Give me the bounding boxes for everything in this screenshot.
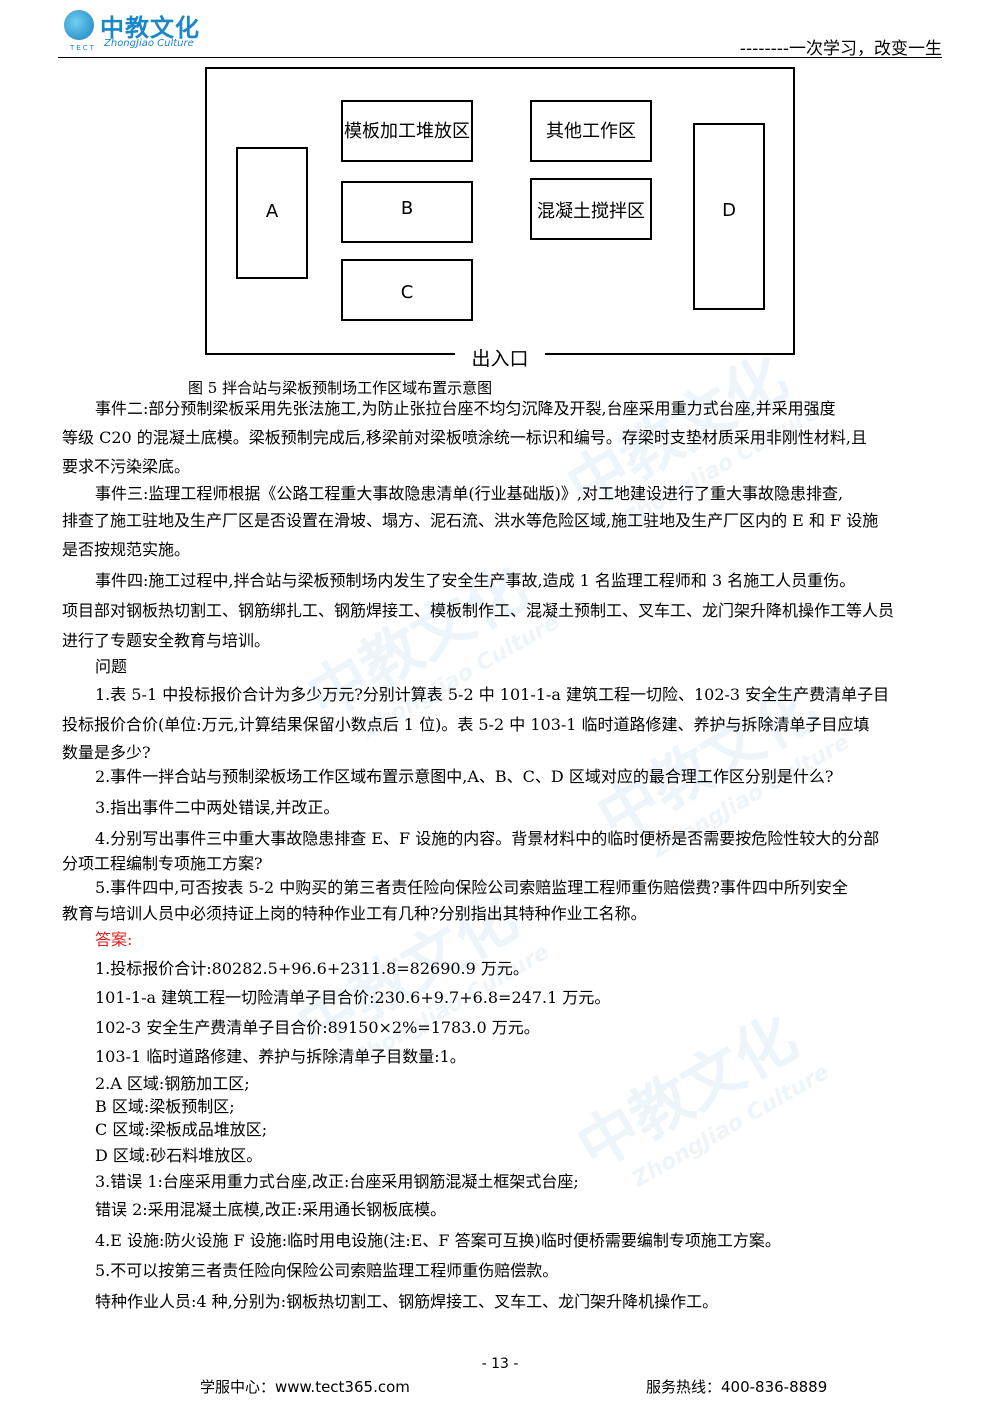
question-1-line-3: 数量是多少? [62,743,151,762]
diagram-svg [205,67,795,355]
zone-c-label: C [400,282,414,303]
question-2: 2.事件一拌合站与预制梁板场工作区域布置示意图中,A、B、C、D 区域对应的最合… [95,767,834,786]
question-1-line-1: 1.表 5-1 中投标报价合计为多少万元?分别计算表 5-2 中 101-1-a… [95,685,890,704]
figure-caption: 图 5 拌合站与梁板预制场工作区域布置示意图 [188,379,493,397]
question-3: 3.指出事件二中两处错误,并改正。 [95,798,340,817]
answer-5-line-2: 特种作业人员:4 种,分别为:钢板热切割工、钢筋焊接工、叉车工、龙门架升降机操作… [95,1292,719,1311]
zone-a-box [236,147,308,279]
answer-2-line-2: B 区域:梁板预制区; [95,1097,235,1116]
answer-1-line-2: 101-1-a 建筑工程一切险清单子目合价:230.6+9.7+6.8=247.… [95,988,611,1007]
zone-c-box [341,259,473,321]
zone-concrete-label: 混凝土搅拌区 [537,201,645,222]
event-2-line-1: 事件二:部分预制梁板采用先张法施工,为防止张拉台座不均匀沉降及开裂,台座采用重力… [95,399,836,418]
question-5-line-1: 5.事件四中,可否按表 5-2 中购买的第三者责任险向保险公司索赔监理工程师重伤… [95,878,848,897]
event-4-line-1: 事件四:施工过程中,拌合站与梁板预制场内发生了安全生产事故,造成 1 名监理工程… [95,571,856,590]
answer-heading: 答案: [95,930,133,949]
footer-hotline: 服务热线：400-836-8889 [646,1378,828,1396]
zone-template-label: 模板加工堆放区 [344,121,470,142]
site-layout-diagram: A 模板加工堆放区 B C 其他工作区 混凝土搅拌区 D 出入口 [200,64,800,374]
question-4-line-1: 4.分别写出事件三中重大事故隐患排查 E、F 设施的内容。背景材料中的临时便桥是… [95,829,880,848]
zone-concrete-box [530,178,652,240]
answer-2-line-1: 2.A 区域:钢筋加工区; [95,1074,250,1093]
answer-1-line-3: 102-3 安全生产费清单子目合价:89150×2%=1783.0 万元。 [95,1018,540,1037]
logo-tect: TECT [70,44,96,52]
answer-5-line-1: 5.不可以按第三者责任险向保险公司索赔监理工程师重伤赔偿款。 [95,1261,559,1280]
zone-other-box [530,100,652,162]
answer-3-line-2: 错误 2:采用混凝土底模,改正:采用通长钢板底模。 [95,1200,447,1219]
footer-service-center: 学服中心：www.tect365.com [200,1378,410,1396]
zone-a-label: A [265,201,279,222]
event-3-line-1: 事件三:监理工程师根据《公路工程重大事故隐患清单(行业基础版)》,对工地建设进行… [95,484,844,503]
questions-heading: 问题 [95,657,128,676]
answer-3-line-1: 3.错误 1:台座采用重力式台座,改正:台座采用钢筋混凝土框架式台座; [95,1172,579,1191]
zone-other-label: 其他工作区 [546,121,636,142]
zone-template-box [341,100,473,162]
zone-b-box [341,181,473,243]
event-2-line-2: 等级 C20 的混凝土底模。梁板预制完成后,移梁前对梁板喷涂统一标识和编号。存梁… [62,428,867,447]
event-3-line-3: 是否按规范实施。 [62,540,191,559]
zone-d-box [693,123,765,310]
entrance-label: 出入口 [471,348,529,370]
answer-1-line-1: 1.投标报价合计:80282.5+96.6+2311.8=82690.9 万元。 [95,959,529,978]
zone-b-label: B [400,198,414,219]
question-4-line-2: 分项工程编制专项施工方案? [62,854,263,873]
answer-2-line-3: C 区域:梁板成品堆放区; [95,1120,268,1139]
page-number: - 13 - [481,1356,519,1372]
answer-1-line-4: 103-1 临时道路修建、养护与拆除清单子目数量:1。 [95,1047,466,1066]
event-4-line-2: 项目部对钢板热切割工、钢筋绑扎工、钢筋焊接工、模板制作工、混凝土预制工、叉车工、… [62,601,895,620]
event-3-line-2: 排查了施工驻地及生产厂区是否设置在滑坡、塌方、泥石流、洪水等危险区域,施工驻地及… [62,511,879,530]
header-divider [58,57,942,58]
logo-text: 中教文化 [100,14,200,42]
answer-2-line-4: D 区域:砂石料堆放区。 [95,1146,263,1165]
logo-subtitle: ZhongJiao Culture [104,38,194,49]
event-2-line-3: 要求不污染梁底。 [62,457,191,476]
zone-d-label: D [722,200,736,221]
site-boundary [205,67,795,355]
answer-4: 4.E 设施:防火设施 F 设施:临时用电设施(注:E、F 答案可互换)临时便桥… [95,1231,781,1250]
question-1-line-2: 投标报价合价(单位:万元,计算结果保留小数点后 1 位)。表 5-2 中 103… [62,715,870,734]
question-5-line-2: 教育与培训人员中必须持证上岗的特种作业工有几种?分别指出其特种作业工名称。 [62,904,647,923]
event-4-line-3: 进行了专题安全教育与培训。 [62,631,271,650]
header-slogan: --------一次学习，改变一生 [739,39,942,59]
logo-icon [64,10,94,40]
